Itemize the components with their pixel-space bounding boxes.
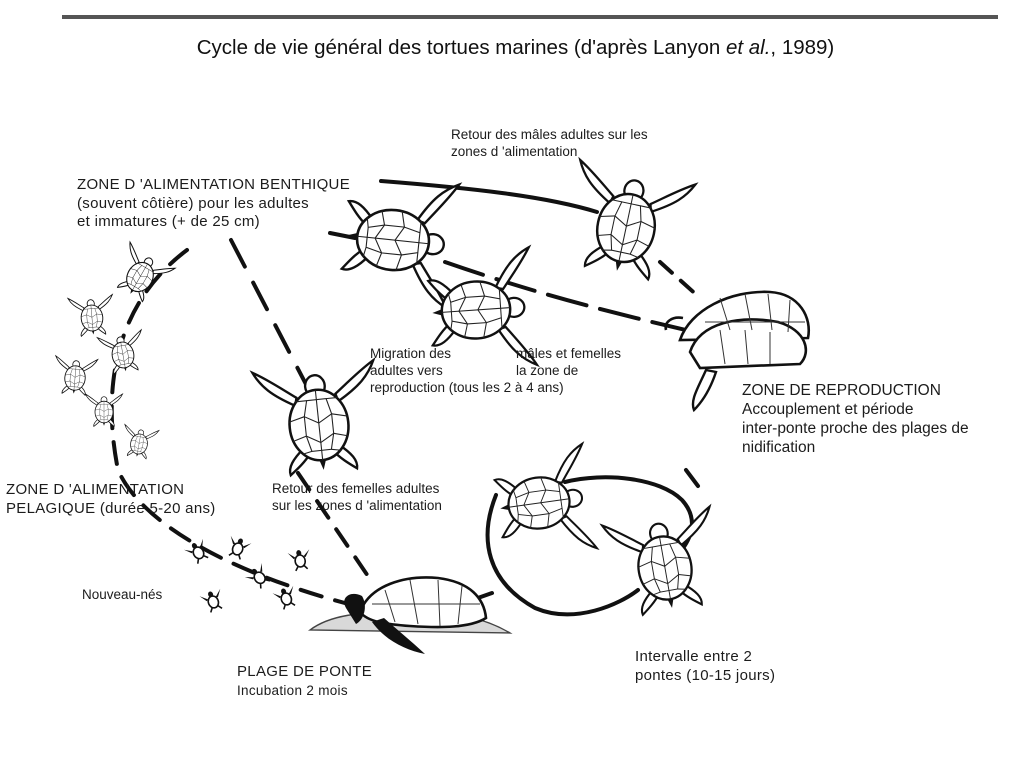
label-retour-femelles: Retour des femelles adultes sur les zone… xyxy=(272,480,442,514)
label-nouveau-nes: Nouveau-nés xyxy=(82,586,162,603)
label-plage-ponte: PLAGE DE PONTE Incubation 2 mois xyxy=(237,663,372,700)
label-zone-reproduction: ZONE DE REPRODUCTION Accouplement et pér… xyxy=(742,381,969,457)
label-zone-pelagique: ZONE D 'ALIMENTATION PELAGIQUE (durée 5-… xyxy=(6,481,216,518)
nesting-turtle-icon xyxy=(310,577,510,654)
label-zone-benthique: ZONE D 'ALIMENTATION BENTHIQUE (souvent … xyxy=(77,176,350,232)
label-migration-right: mâles et femelles la zone de xyxy=(516,345,621,379)
label-intervalle: Intervalle entre 2 pontes (10-15 jours) xyxy=(635,648,775,685)
label-retour-males: Retour des mâles adultes sur les zones d… xyxy=(451,126,648,160)
